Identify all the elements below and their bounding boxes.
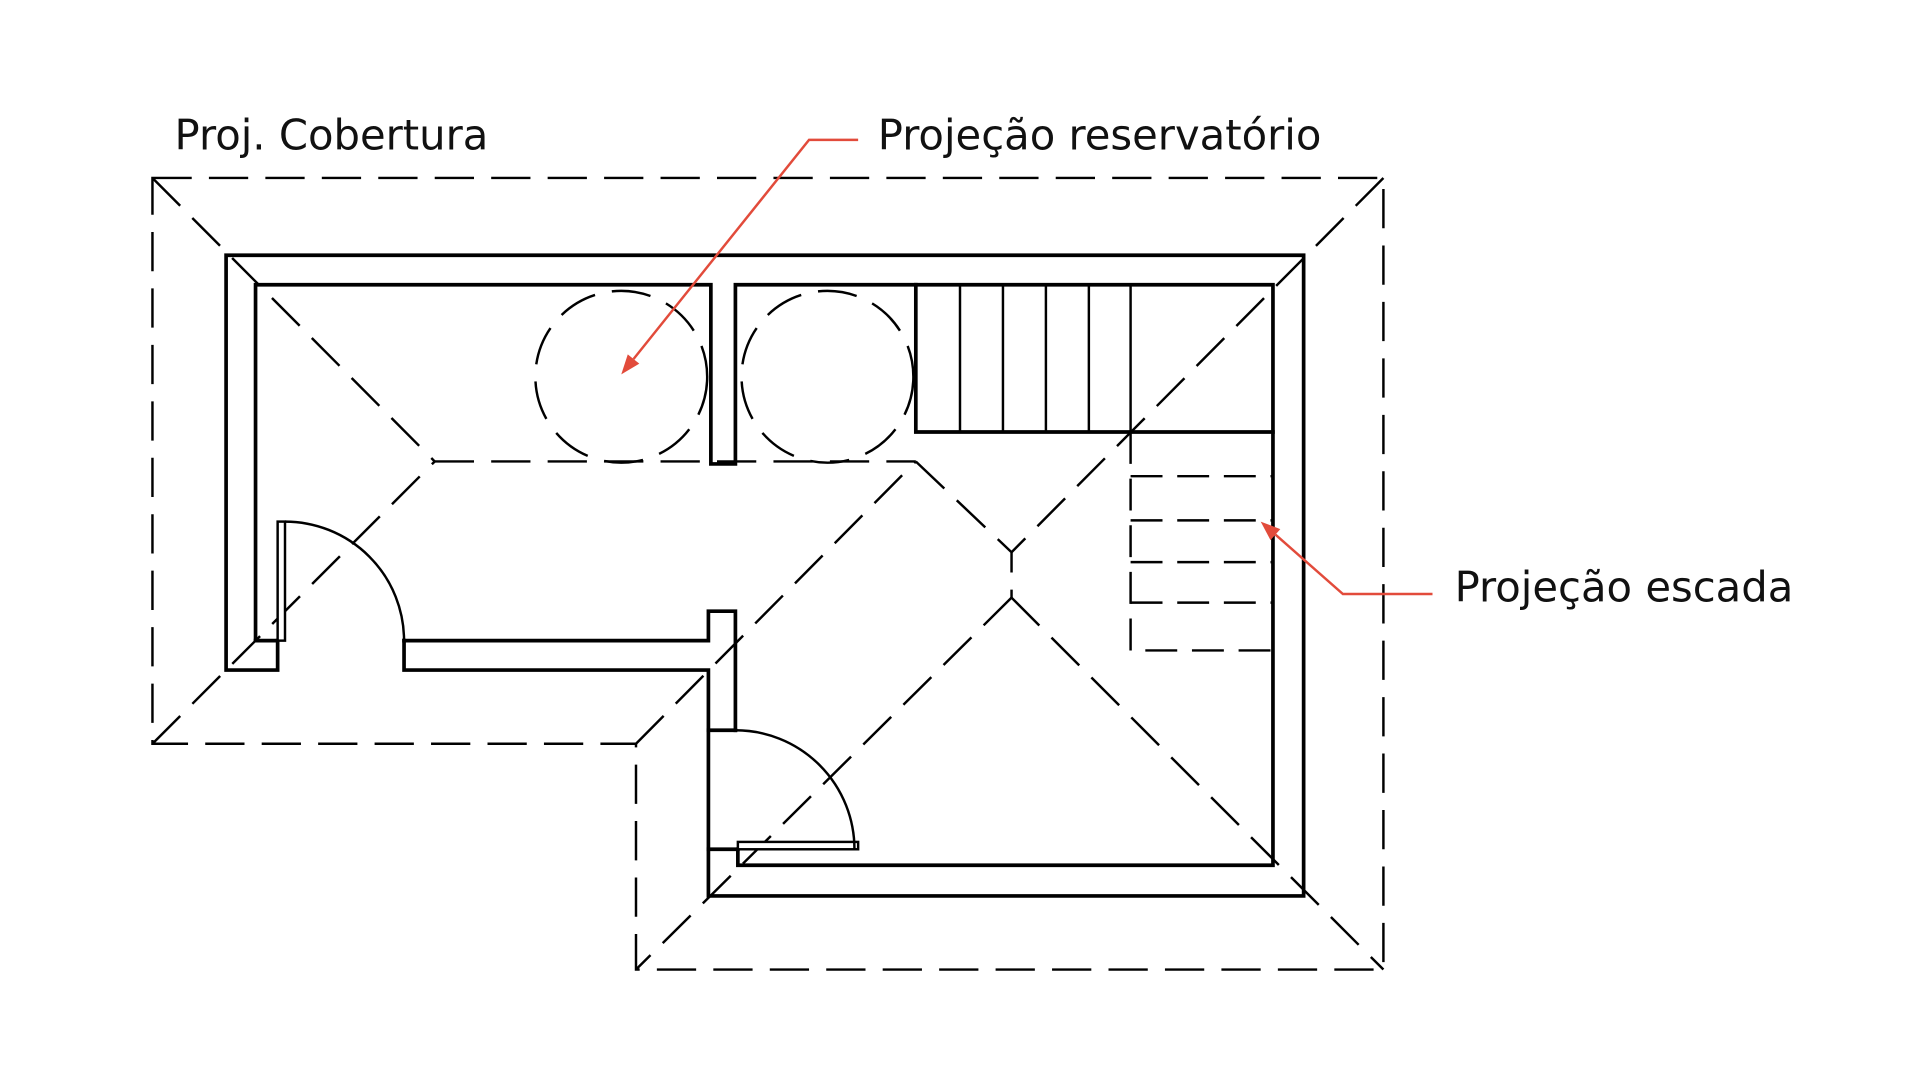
leader-line-stair	[1274, 533, 1433, 596]
door-leaf	[736, 840, 860, 851]
annotation-stair	[1260, 521, 1433, 596]
arrowhead-reservoir	[621, 354, 640, 375]
annotation-reservoir	[621, 138, 859, 375]
wall-inner-line	[253, 282, 1275, 868]
door-leaf	[276, 520, 287, 642]
stairs	[913, 282, 1275, 434]
roof-ridge-link	[914, 460, 1013, 598]
arrowhead-stair	[1260, 521, 1281, 541]
stair-projection	[1129, 432, 1273, 652]
roof-hip-line-top-left	[151, 177, 436, 463]
reservoir-projection	[534, 289, 915, 464]
exterior-wall-outer-line	[224, 253, 1306, 898]
roof-hip-line-top-right	[1010, 177, 1385, 554]
door-swing-arc	[284, 520, 406, 641]
roof-projection-outline	[151, 176, 1385, 971]
door-left	[276, 520, 406, 642]
label-stair-projection: Projeção escada	[1455, 562, 1794, 611]
stair-outline	[913, 282, 1275, 434]
interior-wall-inner-line	[402, 609, 738, 733]
roof-hip-line-bottom-right	[1010, 596, 1385, 971]
door-lower	[735, 729, 860, 851]
walls	[224, 253, 1306, 898]
reservoir-projection-circle	[740, 289, 915, 464]
roof-projection	[151, 176, 1385, 971]
label-reservoir-projection: Projeção reservatório	[878, 111, 1322, 160]
label-roof-projection: Proj. Cobertura	[175, 111, 489, 160]
roof-valley-line	[635, 460, 917, 745]
stair-projection-outline	[1129, 432, 1273, 652]
roof-hip-line-bottom-left	[151, 460, 436, 745]
door-swing-arc	[735, 729, 856, 850]
roof-hip-line-bottom-left-lower	[635, 596, 1013, 971]
leader-line-reservoir	[632, 138, 859, 360]
reservoir-projection-circle	[534, 289, 709, 464]
